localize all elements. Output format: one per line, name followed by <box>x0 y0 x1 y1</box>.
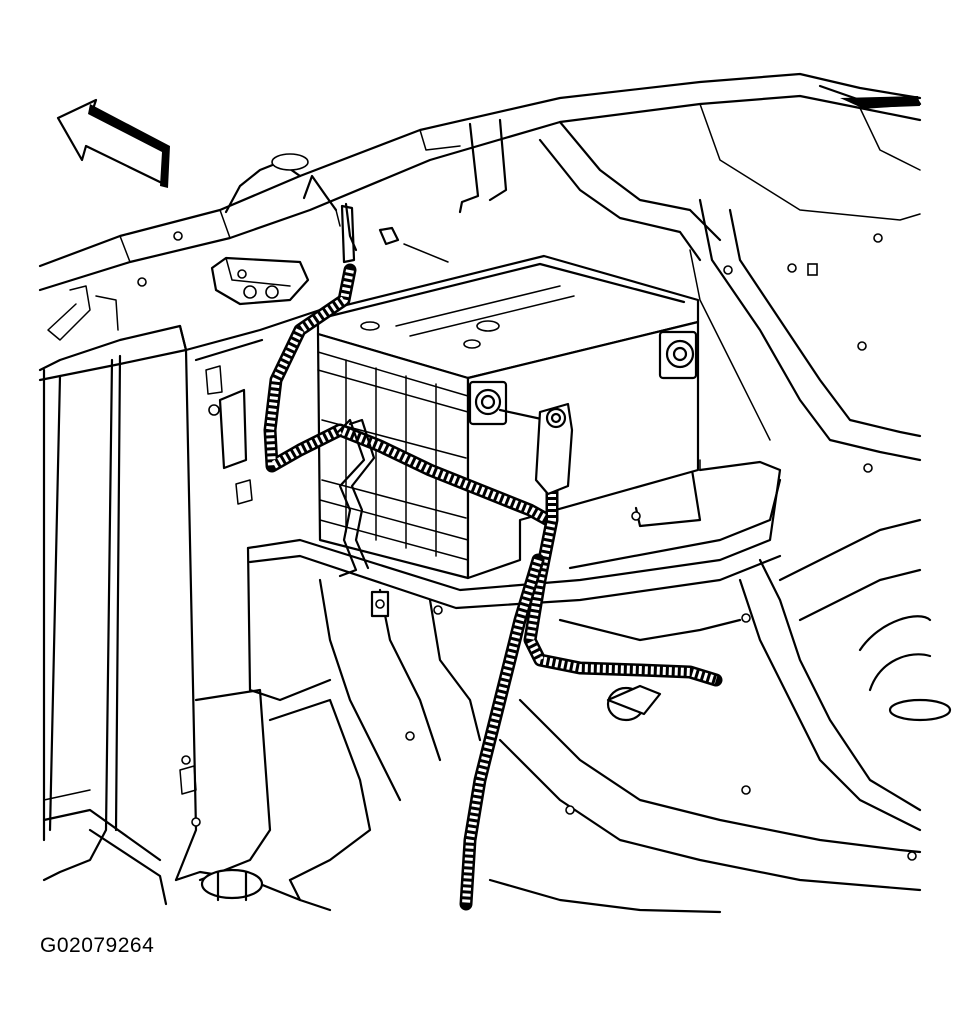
battery-hold-down <box>336 418 376 578</box>
inner-fender <box>689 198 922 473</box>
lower-structure <box>174 365 372 912</box>
battery-cable-negative <box>459 402 723 911</box>
upper-body-rails <box>38 72 922 292</box>
battery <box>316 254 700 580</box>
forward-arrow-icon <box>56 98 170 188</box>
battery-cable-positive <box>263 204 555 527</box>
battery-cable-diagram <box>38 72 952 914</box>
relay-bracket <box>210 174 449 306</box>
lower-right-floor <box>488 518 952 914</box>
diagram-svg <box>38 72 952 914</box>
radiator-support <box>38 231 322 906</box>
figure-code: G02079264 <box>40 934 155 957</box>
battery-tray <box>246 459 782 802</box>
